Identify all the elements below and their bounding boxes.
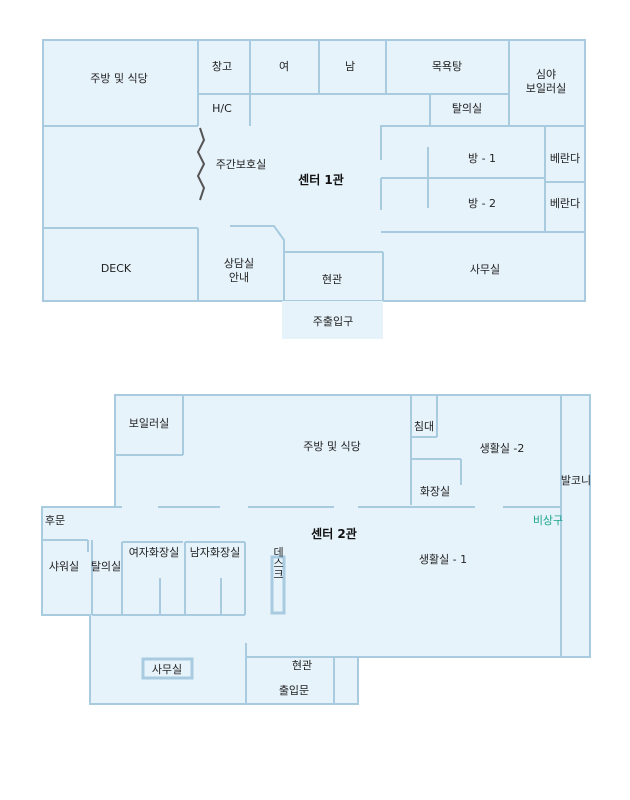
c2-balcony-label: 발코니 (561, 474, 591, 487)
c2-entrance-label: 현관 (292, 659, 312, 672)
c2-desk-label: 데스크 (272, 546, 285, 579)
c1-daycare-label: 주간보호실 (216, 158, 267, 171)
c1-consult-label-2: 안내 (229, 271, 249, 284)
c1-night-boiler-label-1: 심야 (536, 68, 556, 81)
c2-office-box (141, 657, 194, 680)
c1-main-entry-label: 주출입구 (313, 315, 353, 328)
c1-entrance-label: 현관 (322, 273, 342, 286)
c2-emergency-exit-label: 비상구 (533, 514, 563, 527)
c2-toilet-label: 화장실 (420, 485, 450, 498)
c1-veranda1-label: 베란다 (550, 152, 580, 165)
c1-women-bath-label: 여 (279, 60, 289, 73)
c1-consult-label-1: 상담실 (224, 257, 254, 270)
c1-deck-label: DECK (101, 262, 132, 275)
c1-changing-label: 탈의실 (452, 102, 482, 115)
c1-office-label: 사무실 (470, 263, 500, 276)
c2-women-toilet-label: 여자화장실 (129, 546, 180, 559)
c1-title: 센터 1관 (298, 172, 344, 187)
c1-hc-label: H/C (212, 102, 232, 115)
c2-back-door-label: 후문 (45, 514, 65, 527)
center1-floor (42, 39, 586, 302)
c1-kitchen-label: 주방 및 식당 (90, 72, 148, 85)
c2-living2-label: 생활실 -2 (480, 441, 525, 455)
c1-night-boiler-label-2: 보일러실 (526, 81, 566, 95)
c2-exit-label: 출입문 (279, 684, 309, 697)
c1-men-bath-label: 남 (345, 60, 355, 73)
c1-veranda2-label: 베란다 (550, 197, 580, 210)
c2-shower-label: 샤워실 (49, 560, 79, 573)
c1-room1-label: 방 - 1 (468, 152, 496, 165)
center1-main-entry-area (282, 301, 383, 339)
c2-desk (270, 555, 286, 615)
c2-boiler-label: 보일러실 (129, 416, 169, 430)
c1-bath-label: 목욕탕 (432, 60, 462, 73)
c2-bed-label: 침대 (414, 420, 434, 433)
center1-plan (42, 39, 586, 339)
center2-plan (41, 394, 591, 705)
center1-zigzag-partition (196, 127, 206, 201)
c2-title: 센터 2관 (311, 526, 357, 541)
c1-room2-label: 방 - 2 (468, 197, 496, 210)
c2-changing-label: 탈의실 (91, 560, 121, 573)
c1-storage-label: 창고 (212, 60, 232, 73)
c2-office-label: 사무실 (152, 663, 182, 676)
c2-kitchen-label: 주방 및 식당 (303, 440, 361, 453)
c2-men-toilet-label: 남자화장실 (190, 546, 241, 559)
c2-living1-label: 생활실 - 1 (419, 552, 467, 566)
